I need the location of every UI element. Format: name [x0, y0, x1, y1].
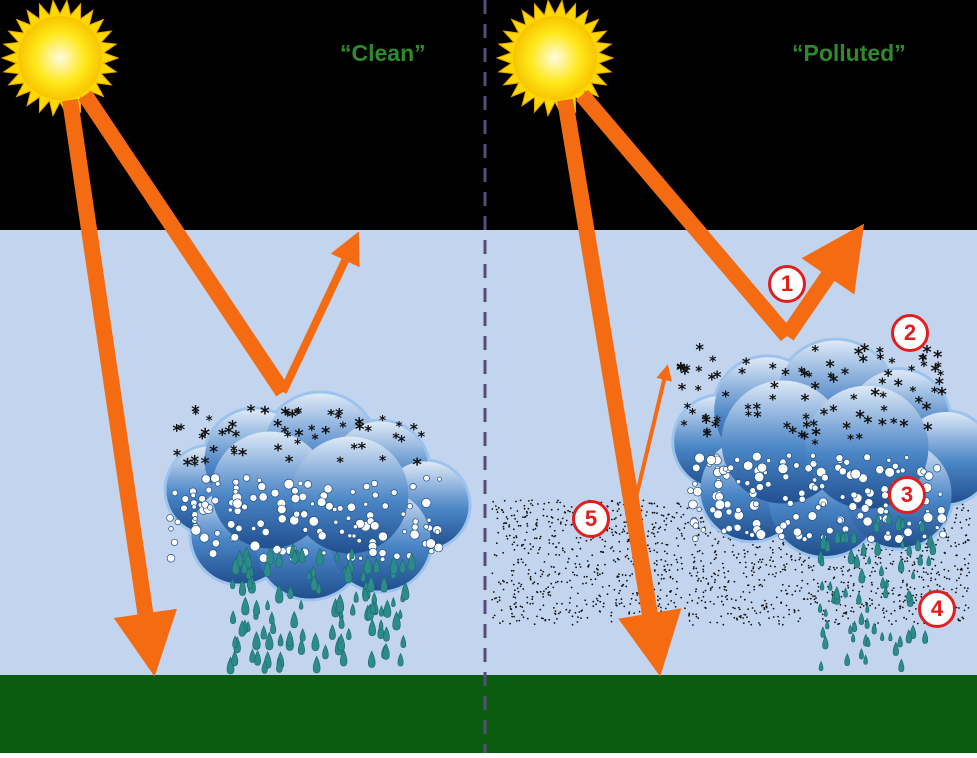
- svg-text:*: *: [753, 399, 762, 418]
- svg-text:*: *: [923, 420, 933, 441]
- svg-text:*: *: [260, 404, 270, 425]
- panel-label-clean: “Clean”: [340, 40, 426, 67]
- svg-text:*: *: [327, 406, 335, 424]
- svg-text:*: *: [238, 445, 248, 466]
- marker-1: 1: [768, 265, 806, 303]
- svg-text:*: *: [890, 416, 898, 432]
- svg-text:*: *: [397, 433, 405, 451]
- svg-text:*: *: [769, 393, 777, 409]
- svg-text:*: *: [922, 400, 932, 421]
- svg-text:*: *: [321, 424, 330, 444]
- svg-text:*: *: [909, 385, 916, 400]
- svg-text:*: *: [788, 424, 797, 443]
- svg-text:*: *: [695, 364, 702, 380]
- marker-3: 3: [888, 476, 926, 514]
- svg-text:*: *: [285, 452, 294, 471]
- svg-text:*: *: [894, 376, 903, 396]
- svg-text:*: *: [888, 356, 895, 372]
- svg-text:*: *: [811, 342, 819, 360]
- svg-text:*: *: [294, 425, 304, 446]
- svg-text:*: *: [689, 406, 697, 422]
- svg-text:*: *: [379, 414, 386, 429]
- svg-text:*: *: [769, 360, 777, 378]
- svg-text:*: *: [806, 371, 813, 386]
- svg-text:*: *: [350, 440, 358, 457]
- svg-text:*: *: [247, 402, 256, 421]
- svg-text:*: *: [172, 422, 181, 441]
- svg-text:*: *: [842, 419, 851, 438]
- svg-text:*: *: [412, 455, 422, 476]
- svg-text:*: *: [355, 419, 365, 440]
- svg-text:*: *: [206, 414, 213, 429]
- svg-text:*: *: [899, 416, 908, 437]
- svg-text:*: *: [713, 367, 722, 387]
- svg-text:*: *: [191, 459, 199, 475]
- svg-text:*: *: [209, 442, 218, 462]
- svg-text:*: *: [860, 341, 870, 362]
- svg-text:*: *: [695, 340, 704, 359]
- svg-text:*: *: [908, 364, 915, 380]
- svg-text:*: *: [173, 445, 181, 464]
- svg-text:*: *: [308, 423, 315, 439]
- svg-text:*: *: [281, 423, 290, 442]
- svg-text:*: *: [850, 392, 858, 408]
- svg-text:*: *: [231, 448, 238, 464]
- svg-text:*: *: [334, 411, 342, 427]
- svg-text:*: *: [820, 404, 829, 423]
- svg-text:*: *: [680, 364, 690, 385]
- svg-text:*: *: [918, 351, 927, 371]
- svg-text:*: *: [876, 350, 884, 368]
- svg-text:*: *: [274, 440, 283, 460]
- svg-text:*: *: [336, 455, 344, 471]
- svg-text:*: *: [781, 366, 790, 385]
- ground-band: [0, 675, 977, 753]
- svg-text:*: *: [855, 408, 865, 429]
- svg-text:*: *: [379, 454, 386, 470]
- svg-text:*: *: [410, 420, 418, 438]
- svg-text:*: *: [364, 422, 372, 440]
- svg-text:*: *: [797, 427, 806, 447]
- svg-text:*: *: [702, 427, 712, 448]
- svg-text:*: *: [880, 403, 888, 419]
- svg-text:*: *: [358, 438, 367, 457]
- svg-text:*: *: [713, 412, 721, 430]
- svg-text:*: *: [293, 405, 301, 423]
- svg-text:*: *: [935, 375, 944, 395]
- svg-text:*: *: [722, 387, 730, 405]
- marker-5: 5: [572, 500, 610, 538]
- svg-text:*: *: [198, 430, 206, 448]
- svg-text:*: *: [829, 402, 837, 420]
- marker-4: 4: [918, 590, 956, 628]
- svg-text:*: *: [201, 454, 210, 474]
- svg-text:*: *: [745, 409, 752, 425]
- panel-label-polluted: “Polluted”: [792, 40, 906, 67]
- svg-text:*: *: [825, 356, 835, 377]
- svg-text:*: *: [681, 419, 688, 434]
- svg-text:*: *: [870, 386, 880, 407]
- marker-2: 2: [891, 314, 929, 352]
- svg-text:*: *: [192, 407, 200, 423]
- svg-text:*: *: [695, 383, 702, 399]
- svg-text:*: *: [418, 430, 426, 446]
- svg-text:*: *: [798, 365, 806, 381]
- svg-text:*: *: [841, 364, 849, 383]
- cloud-icon-polluted: ****************************************…: [673, 339, 977, 557]
- svg-text:*: *: [800, 391, 809, 411]
- svg-text:*: *: [812, 438, 819, 453]
- svg-text:*: *: [742, 354, 750, 373]
- svg-text:*: *: [228, 418, 237, 438]
- svg-text:*: *: [856, 431, 864, 447]
